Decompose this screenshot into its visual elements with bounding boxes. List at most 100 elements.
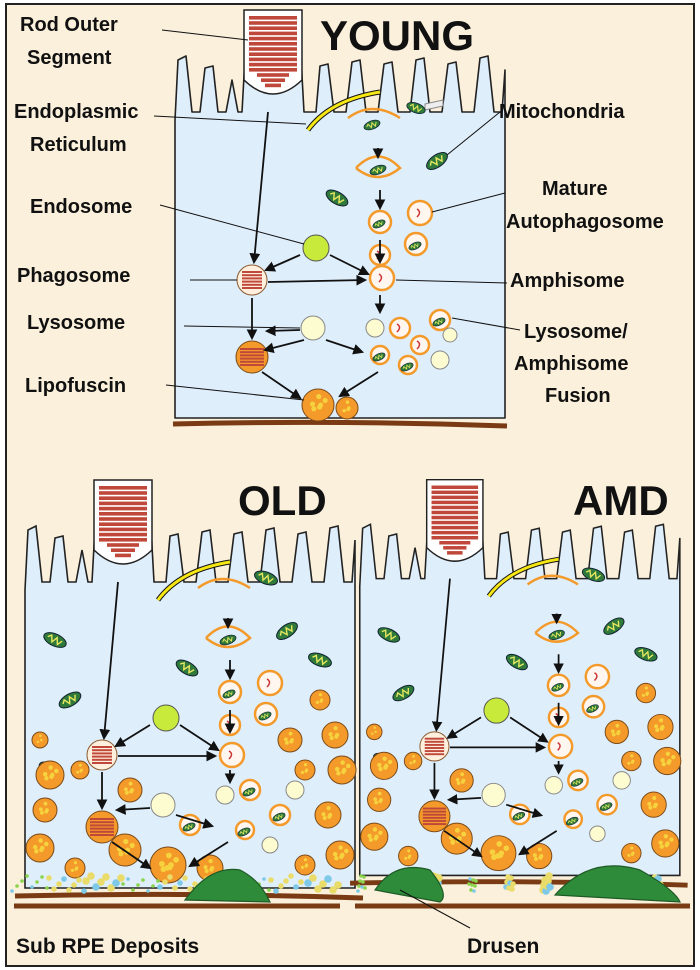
lipofuscin-spot [336,771,341,776]
lipofuscin-body [480,835,517,872]
rod-disc [257,73,289,77]
rod-outline [93,479,153,565]
lipofuscin-spot [373,797,378,801]
rod-disc [431,490,479,495]
endosome [483,697,510,724]
deposit-particle [278,883,284,889]
mito-cristae [551,631,562,639]
phagosome-disc [92,758,112,761]
lipofuscin-spot [671,754,676,760]
lipofuscin-spot [537,847,542,852]
rod-disc [99,486,147,490]
label-fusion-3: Fusion [545,385,611,407]
deposit-particle [46,875,52,881]
deposit-particle [156,879,160,883]
lipofuscin-spot [48,765,53,770]
autophagosome [567,769,589,792]
lipofuscin-spot [630,760,634,764]
deposit-particle [30,885,34,889]
lipofuscin-spot [460,780,465,784]
lipofuscin-spot [300,770,305,774]
pathway-arrow [179,724,220,752]
label-lysosome: Lysosome [27,312,125,334]
rod-disc [99,527,147,532]
lipofuscin-spot [409,761,413,765]
panel-title-young: YOUNG [320,12,474,59]
lipofuscin-granule [604,719,629,745]
mitochondrion [258,711,272,721]
deposit-particle [324,875,332,883]
phagolysosome-disc [90,827,114,830]
pathway-arrow [188,841,229,868]
pathway-arrow [264,254,301,272]
phagophore [347,107,401,120]
lipofuscin-granule [314,801,342,829]
rod-disc [261,78,285,82]
lipofuscin-spot [203,865,208,870]
lipofuscin-spot [412,760,416,764]
mitochondrion [222,689,236,699]
bruch-membrane [172,419,508,429]
lipofuscin-spot [382,756,387,761]
deposit-particle [356,889,360,893]
phagosome-disc [424,743,445,746]
lipofuscin-spot [328,732,333,737]
deposit-particle [71,882,77,888]
leader-line [183,325,301,329]
deposit-particle [319,880,327,888]
lipofuscin-spot [38,838,43,843]
lipofuscin-spot [304,864,308,868]
rod-disc [249,52,297,56]
lipofuscin-spot [304,769,308,773]
phagosome-disc [242,271,262,273]
deposit-particle [172,885,178,891]
rod-disc [443,546,467,550]
rod-disc [249,26,297,30]
autophagosome [406,199,434,227]
cells-layer [172,9,508,429]
rod-disc [249,57,297,62]
autophagosome [409,334,431,356]
mito-cristae [585,569,601,581]
lipofuscin-spot [532,853,537,858]
lipofuscin-spot [288,731,293,736]
rod-disc [99,532,147,537]
lipofuscin-body [64,857,86,879]
lipofuscin-spot [367,833,372,839]
pathway-arrow [264,325,301,337]
phagosome-disc [424,750,445,753]
deposit-particle [112,879,120,887]
deposit-particle [358,879,362,883]
lipofuscin-granule [31,731,49,749]
lipofuscin-spot [208,859,213,864]
lipofuscin-spot [641,693,645,697]
lipofuscin-spot [346,763,351,769]
lipofuscin-granule [440,822,473,855]
mito-cristae [572,779,581,785]
cargo-mark [378,273,383,283]
phagosome-disc [92,752,112,755]
lipofuscin-spot [407,855,411,859]
autophagosome [388,316,412,340]
deposit-particle [157,884,163,890]
lipofuscin-granule [366,723,383,741]
lysosome [150,792,176,818]
pathway-arrow [114,804,151,815]
lipofuscin-body [640,791,667,818]
mitochondrion [372,352,386,362]
lysosome [612,771,631,790]
lipofuscin-body [635,682,657,704]
lipofuscin-spot [412,754,415,758]
lipofuscin-spot [332,851,338,857]
autophagosome [268,803,292,827]
lipofuscin-spot [311,406,317,412]
lipofuscin-spot [630,846,634,850]
lipofuscin-spot [303,763,308,767]
lipofuscin-spot [40,738,43,742]
lipofuscin-spot [666,760,671,765]
deposit-particle [187,886,193,892]
deposit-particle [474,879,478,883]
deposit-particle [87,872,95,880]
rod-disc [99,522,147,526]
